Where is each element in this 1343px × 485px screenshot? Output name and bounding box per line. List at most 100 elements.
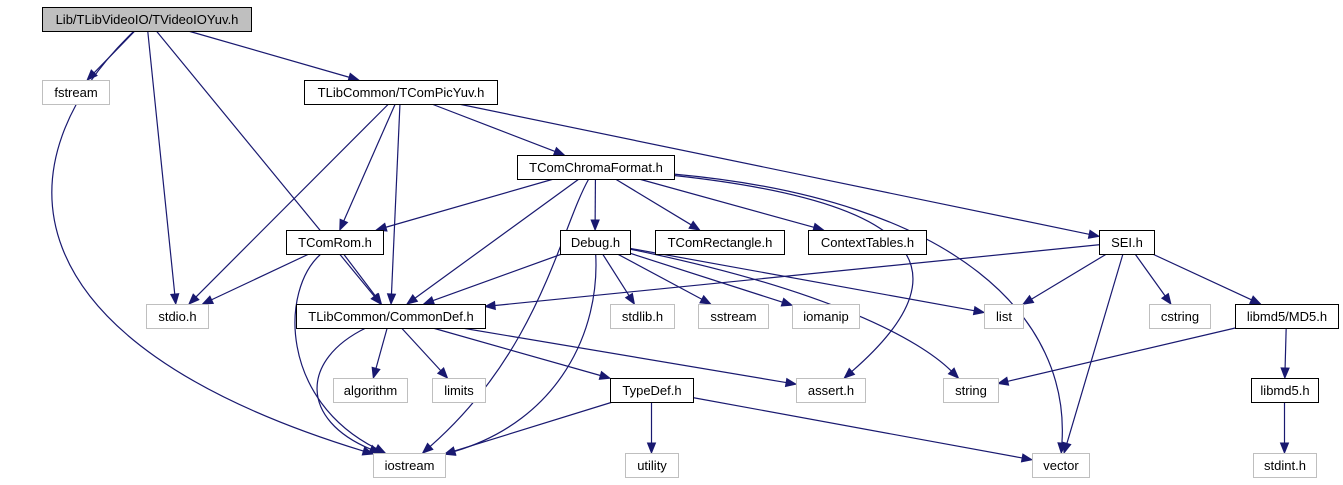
arrowhead-icon — [436, 367, 449, 379]
node-label: Lib/TLibVideoIO/TVideoIOYuv.h — [56, 12, 239, 27]
arrowhead-icon — [1249, 295, 1262, 305]
node-ctx[interactable]: ContextTables.h — [808, 230, 927, 255]
edge-picyuv-to-commondef — [386, 103, 401, 306]
node-box — [42, 80, 110, 105]
edge-sei-to-vector — [1062, 253, 1124, 455]
edge-rom-to-iostream — [294, 253, 387, 454]
node-box — [698, 304, 769, 329]
arrowhead-icon — [386, 293, 397, 306]
node-sei[interactable]: SEI.h — [1099, 230, 1155, 255]
node-box — [984, 304, 1024, 329]
node-iostream: iostream — [373, 453, 446, 478]
node-assert: assert.h — [796, 378, 866, 403]
node-label: ContextTables.h — [821, 235, 914, 250]
arrowhead-icon — [552, 146, 566, 156]
arrowhead-icon — [624, 292, 636, 306]
edge-picyuv-to-rom — [339, 103, 396, 232]
node-rect[interactable]: TComRectangle.h — [655, 230, 785, 255]
edge-root-to-commondef — [155, 30, 382, 306]
node-picyuv[interactable]: TLibCommon/TComPicYuv.h — [304, 80, 498, 105]
edge-line — [615, 178, 692, 226]
node-utility: utility — [625, 453, 679, 478]
arrowhead-icon — [699, 294, 712, 305]
edge-chroma-to-ctx — [638, 178, 825, 232]
node-typedef[interactable]: TypeDef.h — [610, 378, 694, 403]
node-libmd5[interactable]: libmd5.h — [1251, 378, 1319, 403]
node-box — [610, 378, 694, 403]
arrowhead-icon — [972, 305, 986, 316]
node-label: stdlib.h — [622, 309, 663, 324]
edge-line — [429, 178, 590, 447]
edge-line — [432, 327, 601, 377]
node-label: stdint.h — [1264, 458, 1306, 473]
edge-line — [1284, 327, 1287, 369]
edge-line — [316, 327, 371, 450]
edge-typedef-to-utility — [646, 402, 657, 455]
node-stdint: stdint.h — [1253, 453, 1317, 478]
arrowhead-icon — [483, 300, 496, 311]
arrowhead-icon — [1279, 442, 1290, 455]
edge-picyuv-to-sei — [458, 103, 1101, 239]
node-label: libmd5/MD5.h — [1247, 309, 1327, 324]
edge-line — [461, 327, 787, 384]
node-vector: vector — [1032, 453, 1090, 478]
node-box — [796, 378, 866, 403]
edge-typedef-to-vector — [692, 397, 1034, 463]
edge-chroma-to-rom — [374, 178, 554, 232]
edge-commondef-to-limits — [401, 327, 449, 379]
node-label: Debug.h — [571, 235, 620, 250]
node-label: TComRectangle.h — [668, 235, 773, 250]
edge-line — [629, 247, 975, 312]
edge-line — [390, 103, 401, 295]
node-box — [432, 378, 486, 403]
node-debug[interactable]: Debug.h — [560, 230, 631, 255]
node-root[interactable]: Lib/TLibVideoIO/TVideoIOYuv.h — [42, 7, 252, 32]
edge-rom-to-stdio — [201, 253, 310, 305]
node-chroma[interactable]: TComChromaFormat.h — [517, 155, 675, 180]
edge-line — [1031, 253, 1107, 300]
edge-line — [147, 30, 176, 295]
arrowhead-icon — [1062, 441, 1072, 455]
arrowhead-icon — [780, 297, 794, 307]
edge-line — [1007, 327, 1236, 382]
arrowhead-icon — [188, 293, 200, 305]
node-label: iostream — [385, 458, 435, 473]
node-label: cstring — [1161, 309, 1199, 324]
arrowhead-icon — [368, 444, 382, 454]
node-rom[interactable]: TComRom.h — [286, 230, 384, 255]
node-label: fstream — [54, 85, 97, 100]
arrowhead-icon — [374, 222, 388, 232]
node-label: list — [996, 309, 1012, 324]
node-box — [1235, 304, 1339, 329]
edge-line — [211, 253, 310, 301]
node-commondef[interactable]: TLibCommon/CommonDef.h — [296, 304, 486, 329]
edge-debug-to-commondef — [422, 253, 563, 305]
node-box — [808, 230, 927, 255]
node-label: libmd5.h — [1260, 383, 1309, 398]
arrowhead-icon — [598, 370, 612, 380]
edge-line — [602, 253, 630, 296]
edge-line — [401, 327, 442, 372]
edge-libmd5-to-stdint — [1279, 402, 1290, 455]
arrowhead-icon — [688, 220, 701, 231]
edge-sei-to-cstring — [1134, 253, 1172, 306]
edge-line — [692, 397, 1023, 459]
edge-root-to-stdio — [147, 30, 180, 306]
edge-line — [617, 253, 703, 300]
node-md5[interactable]: libmd5/MD5.h — [1235, 304, 1339, 329]
arrowhead-icon — [1020, 453, 1034, 463]
node-box — [296, 304, 486, 329]
edge-typedef-to-iostream — [443, 401, 613, 456]
arrowhead-icon — [347, 72, 361, 82]
node-stdlib: stdlib.h — [610, 304, 675, 329]
edge-line — [494, 244, 1100, 307]
edge-line — [343, 103, 396, 222]
arrowhead-icon — [1087, 229, 1101, 239]
node-stdio: stdio.h — [146, 304, 209, 329]
node-list: list — [984, 304, 1024, 329]
node-box — [333, 378, 408, 403]
arrowhead-icon — [646, 442, 657, 455]
edge-root-to-picyuv — [188, 30, 361, 82]
edge-line — [431, 103, 556, 152]
